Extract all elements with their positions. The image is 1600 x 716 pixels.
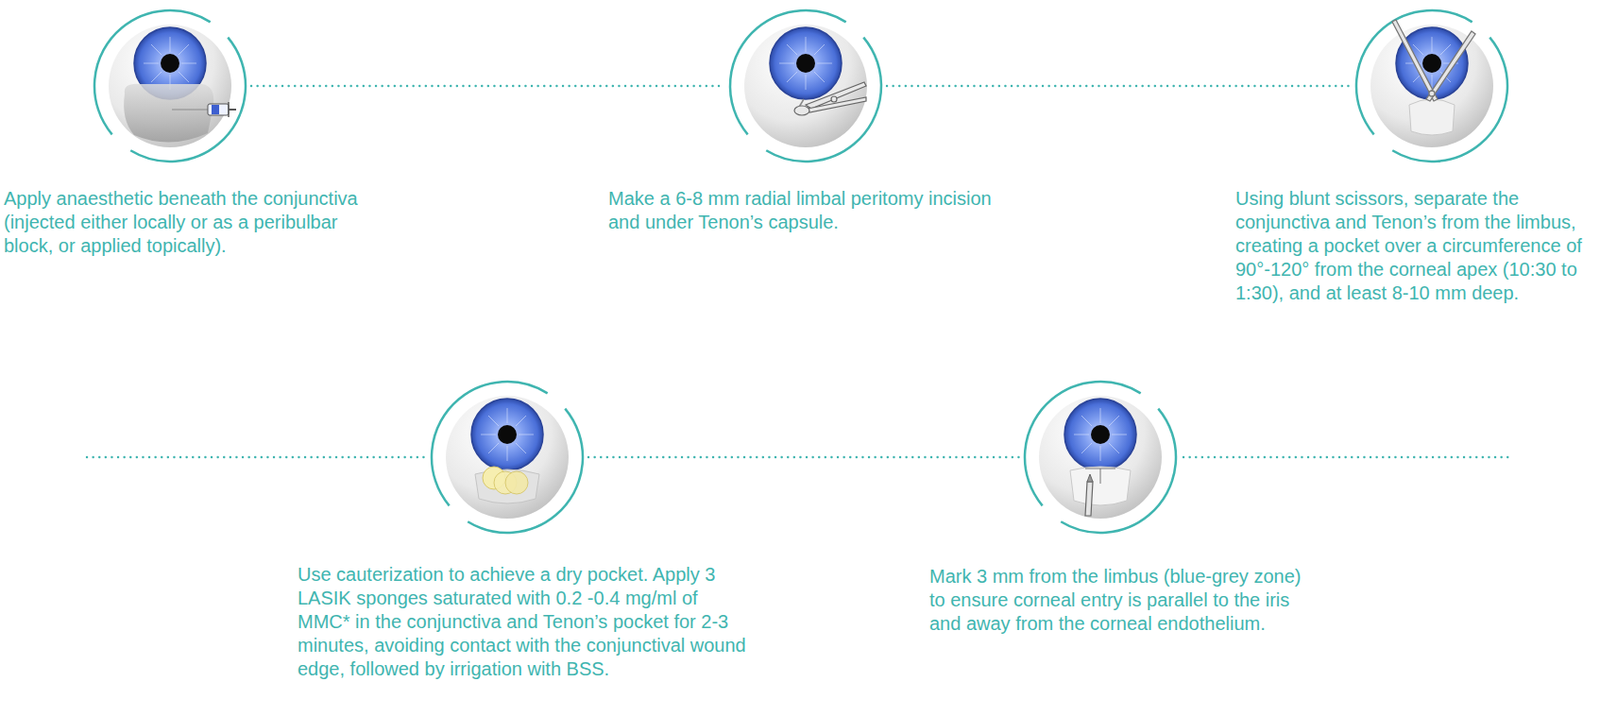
step-description: Apply anaesthetic beneath the conjunctiv… xyxy=(3,187,368,258)
eye-illustration xyxy=(1325,0,1538,193)
dotted-connector xyxy=(251,85,725,87)
step-circle: Make a 6-8 mm radial limbal peritomy inc… xyxy=(724,4,887,168)
dotted-connector xyxy=(886,85,1351,87)
eye-illustration xyxy=(400,350,613,563)
dotted-connector xyxy=(588,456,1020,459)
dotted-guide xyxy=(1183,456,1512,459)
step-description: Make a 6-8 mm radial limbal peritomy inc… xyxy=(608,187,1015,235)
step-description: Use cauterization to achieve a dry pocke… xyxy=(297,562,751,681)
step-description: Mark 3 mm from the limbus (blue-grey zon… xyxy=(929,564,1303,636)
step-circle: Using blunt scissors, separate the conju… xyxy=(1350,4,1514,168)
step-circle: Apply anaesthetic beneath the conjunctiv… xyxy=(88,4,252,168)
step-description: Using blunt scissors, separate the conju… xyxy=(1235,187,1597,306)
step-circle: Use cauterization to achieve a dry pocke… xyxy=(425,375,589,539)
step-circle: Mark 3 mm from the limbus (blue-grey zon… xyxy=(1019,375,1182,539)
eye-illustration xyxy=(698,0,912,193)
dotted-guide xyxy=(86,456,425,459)
eye-illustration xyxy=(993,350,1207,563)
eye-illustration xyxy=(63,0,276,193)
